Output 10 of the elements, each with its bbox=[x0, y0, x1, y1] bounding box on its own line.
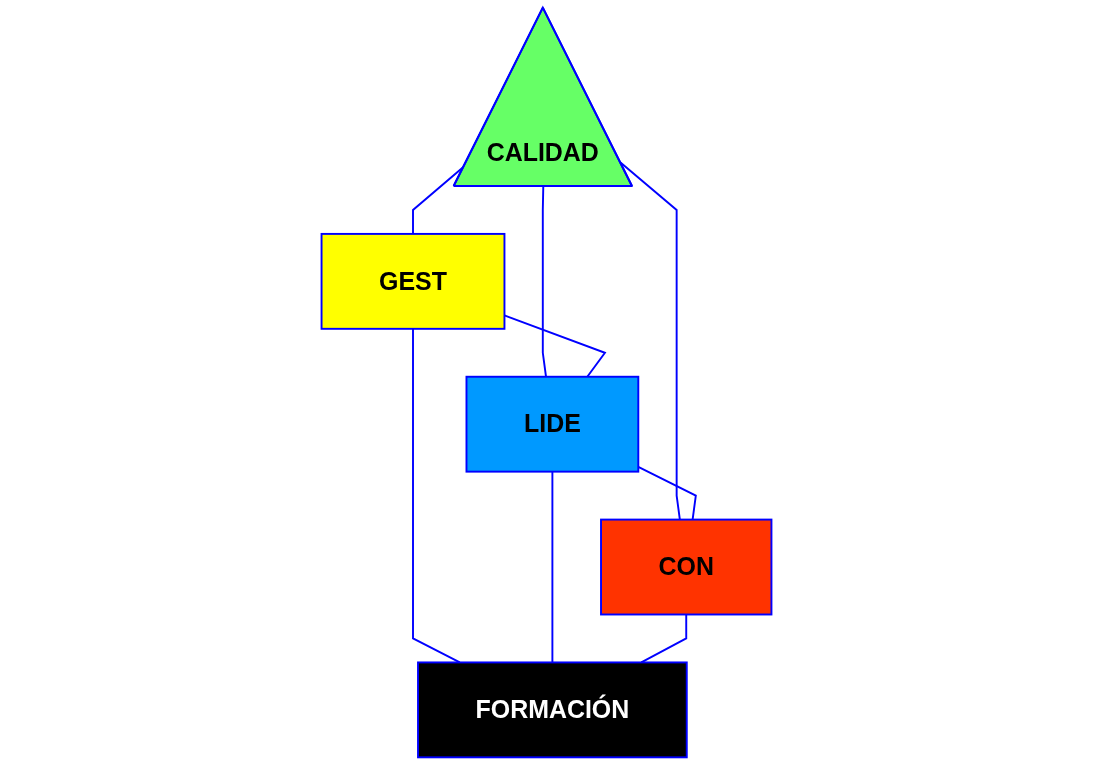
connector bbox=[541, 185, 547, 378]
connector bbox=[551, 470, 554, 664]
connector bbox=[637, 466, 697, 521]
connector bbox=[619, 161, 681, 521]
node-box: FORMACIÓN bbox=[417, 661, 688, 759]
connector bbox=[412, 327, 461, 664]
connector bbox=[640, 613, 688, 664]
node-box: CON bbox=[600, 518, 773, 616]
node-box: GEST bbox=[320, 232, 506, 330]
node-box: LIDE bbox=[465, 375, 640, 473]
